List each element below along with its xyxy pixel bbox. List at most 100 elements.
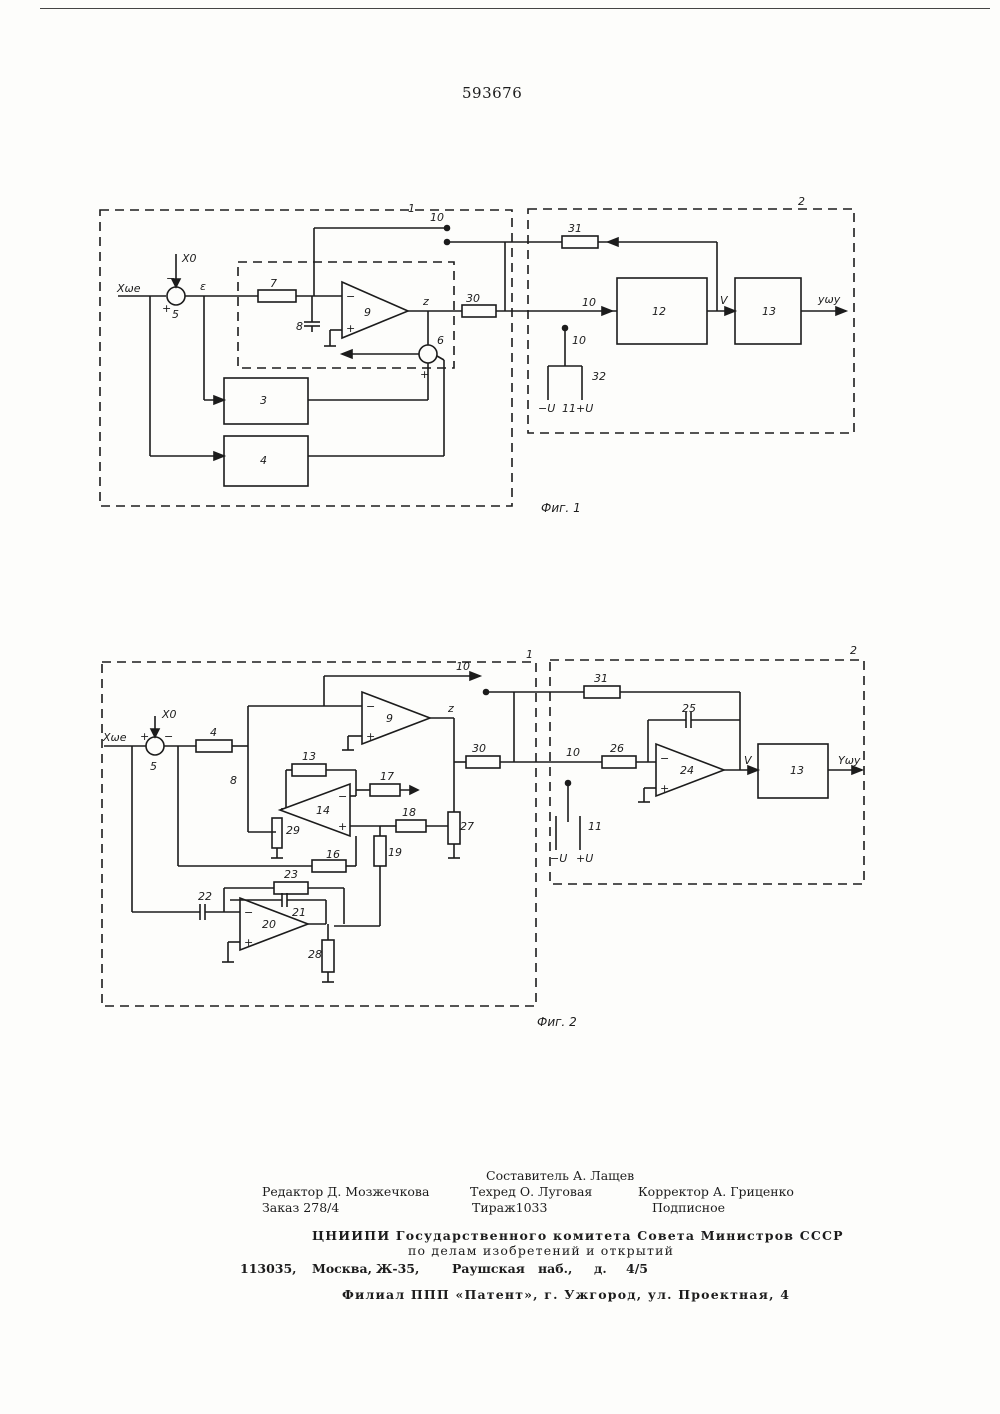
fig1-label-z: z: [422, 295, 429, 308]
resistor-31: [584, 686, 620, 698]
fig2-label-x-in: Xωe: [102, 731, 127, 744]
fig2-label-n2: 2: [850, 644, 857, 657]
fig1-label-y-out: yωy: [817, 293, 841, 306]
fig2-label-n21: 21: [292, 906, 306, 919]
fig1-label-plus-in: +: [346, 322, 355, 335]
fig2-label-n31: 31: [594, 672, 608, 685]
fig1-label-x-in: Xωe: [116, 282, 141, 295]
fig2-label-n5: 5: [150, 760, 157, 773]
resistor-30: [462, 305, 496, 317]
fig2-label-minus-9: −: [366, 700, 375, 713]
fig2-label-n10-mid: 10: [566, 746, 580, 759]
address-city: Москва,: [312, 1261, 372, 1276]
resistor-30: [466, 756, 500, 768]
address-district: Ж-35,: [376, 1261, 419, 1276]
fig2-label-plus-24: +: [660, 782, 669, 795]
fig1-label-n13: 13: [762, 305, 776, 318]
fig2-label-n13-res: 13: [302, 750, 316, 763]
resistor-31: [562, 236, 598, 248]
fig1-label-n32: 32: [592, 370, 606, 383]
fig1-label-n31: 31: [568, 222, 582, 235]
org-line-2: по делам изобретений и открытий: [408, 1243, 674, 1258]
fig2-label-n13: 13: [790, 764, 804, 777]
figure-1-diagram: Xωe X0 − + 5 ε 7 8 − + 9 z 6 10 1 2 31 3…: [0, 180, 1000, 525]
fig1-label-minus: −: [166, 272, 175, 285]
editor: Редактор Д. Мозжечкова: [262, 1184, 429, 1199]
potentiometer-29: [272, 818, 282, 848]
fig1-label-n4: 4: [260, 454, 267, 467]
fig1-label-plus-u: +U: [576, 402, 593, 415]
address-d: д.: [594, 1261, 607, 1276]
fig2-label-plus-9: +: [366, 730, 375, 743]
address-index: 113035,: [240, 1261, 297, 1276]
fig1-label-plus: +: [162, 302, 171, 315]
fig2-label-n11: 11: [588, 820, 602, 833]
fig2-label-n29: 29: [286, 824, 300, 837]
fig2-label-n26: 26: [610, 742, 624, 755]
fig2-label-n8: 8: [230, 774, 237, 787]
fig2-label-n25: 25: [682, 702, 696, 715]
resistor-7: [258, 290, 296, 302]
fig2-label-n18: 18: [402, 806, 416, 819]
fig2-label-n30: 30: [472, 742, 486, 755]
fig1-label-minus-u: −U: [538, 402, 555, 415]
fig1-caption: Фиг. 1: [541, 501, 581, 515]
fig2-label-plus-20: +: [244, 936, 253, 949]
fig1-label-eps: ε: [200, 280, 206, 293]
fig2-label-n1: 1: [526, 648, 533, 661]
fig1-label-n12: 12: [652, 305, 666, 318]
fig2-caption: Фиг. 2: [537, 1015, 577, 1029]
fig2-label-plus-u: +U: [576, 852, 593, 865]
fig1-label-minus-in: −: [346, 290, 355, 303]
fig2-label-plus-14: +: [338, 820, 347, 833]
fig2-label-y-out: Yωy: [838, 754, 861, 767]
org-line-1: ЦНИИПИ Государственного комитета Совета …: [312, 1228, 844, 1243]
resistor-26: [602, 756, 636, 768]
fig2-label-n28: 28: [308, 948, 322, 961]
address-house: 4/5: [626, 1261, 648, 1276]
fig2-label-n27: 27: [460, 820, 474, 833]
fig1-label-n2: 2: [798, 195, 805, 208]
fig2-label-minus-24: −: [660, 752, 669, 765]
resistor-19: [374, 836, 386, 866]
fig1-label-x0: X0: [181, 252, 197, 265]
figure-2-diagram: Xωe X0 + − 5 4 8 − + 9 z 10 1 2 31 30 10…: [0, 640, 1000, 1040]
circulation: Тираж1033: [472, 1200, 547, 1215]
fig1-label-n5: 5: [172, 308, 179, 321]
techred: Техред О. Луговая: [470, 1184, 592, 1199]
patent-number: 593676: [462, 84, 522, 102]
fig2-label-n24: 24: [680, 764, 694, 777]
fig1-label-v: V: [720, 294, 729, 307]
fig2-label-x0: X0: [161, 708, 177, 721]
corrector: Корректор А. Гриценко: [638, 1184, 794, 1199]
fig2-label-z: z: [447, 702, 454, 715]
fig2-label-minus-u: −U: [550, 852, 567, 865]
dashed-box-1: [100, 210, 512, 506]
fig1-label-n11: 11: [562, 402, 576, 415]
fig2-label-minus-14: −: [338, 790, 347, 803]
fig2-label-n19: 19: [388, 846, 402, 859]
order: Заказ 278/4: [262, 1200, 339, 1215]
fig1-label-n30: 30: [466, 292, 480, 305]
resistor-17: [370, 784, 400, 796]
subscription: Подписное: [652, 1200, 725, 1215]
fig2-label-n10-top: 10: [456, 660, 470, 673]
resistor-4: [196, 740, 232, 752]
fig1-label-n10-mid: 10: [582, 296, 596, 309]
fig2-label-n22: 22: [198, 890, 212, 903]
fig2-label-n17: 17: [380, 770, 394, 783]
address-emb: наб.,: [538, 1261, 572, 1276]
fig1-label-plus-6: +: [420, 368, 429, 381]
fig2-label-n23: 23: [284, 868, 298, 881]
fig2-label-n20: 20: [262, 918, 276, 931]
compiler: Составитель А. Лащев: [486, 1168, 634, 1183]
resistor-13: [292, 764, 326, 776]
fig2-label-n14: 14: [316, 804, 330, 817]
fig1-label-n9: 9: [364, 306, 371, 319]
address-street: Раушская: [452, 1261, 525, 1276]
potentiometer-28: [322, 940, 334, 972]
fig1-label-n6: 6: [437, 334, 444, 347]
resistor-16: [312, 860, 346, 872]
fig2-label-minus: −: [164, 730, 173, 743]
top-rule: [40, 8, 990, 9]
